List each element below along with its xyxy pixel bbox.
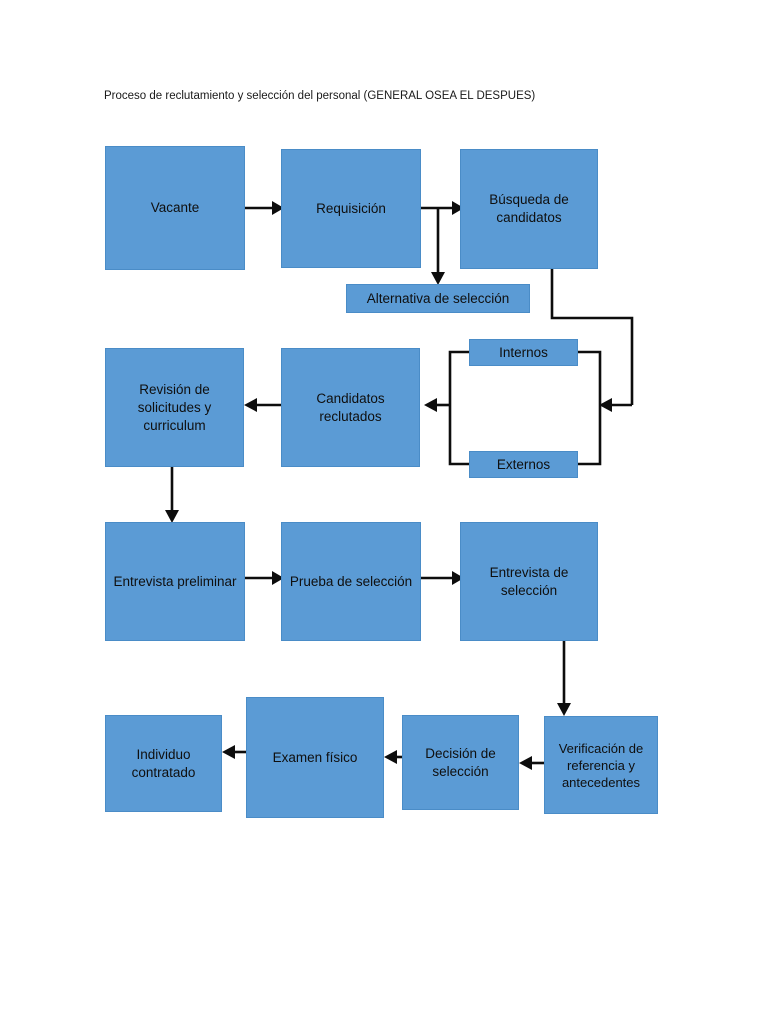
node-internos[interactable]: Internos	[469, 339, 578, 366]
node-prueba-seleccion-label: Prueba de selección	[289, 573, 413, 589]
edge-requisicion-to-alternativa	[431, 208, 445, 285]
edge-prueba-to-entrevista-seleccion	[421, 571, 464, 585]
edge-vacante-to-requisicion	[245, 201, 284, 215]
node-busqueda-candidatos[interactable]: Búsqueda de candidatos	[460, 149, 598, 269]
node-entrevista-preliminar-label: Entrevista preliminar	[113, 573, 237, 589]
node-requisicion-label: Requisición	[316, 200, 386, 216]
edge-decision-to-examen	[384, 750, 402, 764]
edge-examen-to-individuo	[222, 745, 246, 759]
page-title: Proceso de reclutamiento y selección del…	[104, 90, 536, 102]
node-examen-fisico-label: Examen físico	[272, 749, 358, 765]
node-externos-label: Externos	[496, 456, 551, 472]
node-revision-solicitudes[interactable]: Revisión de solicitudes y curriculum	[105, 348, 244, 467]
node-entrevista-seleccion[interactable]: Entrevista de selección	[460, 522, 598, 641]
node-alternativa-seleccion[interactable]: Alternativa de selección	[346, 284, 530, 313]
node-entrevista-preliminar[interactable]: Entrevista preliminar	[105, 522, 245, 641]
node-decision-seleccion-label: Decisión de selección	[425, 745, 496, 779]
node-prueba-seleccion[interactable]: Prueba de selección	[281, 522, 421, 641]
edge-candidatos-to-revision	[244, 398, 281, 412]
node-vacante[interactable]: Vacante	[105, 146, 245, 270]
bracket-fuentes-left	[424, 350, 469, 466]
edge-entrevista-preliminar-to-prueba	[245, 571, 284, 585]
node-candidatos-reclutados[interactable]: Candidatos reclutados	[281, 348, 420, 467]
node-verificacion-referencias-label: Verificación de referencia y antecedente…	[558, 740, 644, 790]
node-candidatos-reclutados-label: Candidatos reclutados	[316, 390, 385, 424]
node-vacante-label: Vacante	[150, 200, 200, 215]
node-examen-fisico[interactable]: Examen físico	[246, 697, 384, 818]
edge-requisicion-to-busqueda	[421, 201, 464, 215]
node-revision-solicitudes-label: Revisión de solicitudes y curriculum	[137, 381, 212, 433]
node-requisicion[interactable]: Requisición	[281, 149, 421, 268]
node-busqueda-candidatos-label: Búsqueda de candidatos	[489, 192, 569, 225]
node-internos-label: Internos	[499, 344, 548, 360]
node-verificacion-referencias[interactable]: Verificación de referencia y antecedente…	[544, 716, 658, 814]
node-entrevista-seleccion-label: Entrevista de selección	[489, 564, 569, 598]
edge-entrevista-seleccion-to-verificacion	[557, 641, 571, 716]
node-alternativa-seleccion-label: Alternativa de selección	[366, 290, 510, 306]
edge-revision-to-entrevista-preliminar	[165, 467, 179, 523]
node-individuo-contratado-label: Individuo contratado	[131, 746, 196, 780]
edge-verificacion-to-decision	[519, 756, 544, 770]
node-externos[interactable]: Externos	[469, 451, 578, 478]
bracket-fuentes-right	[578, 350, 602, 466]
node-decision-seleccion[interactable]: Decisión de selección	[402, 715, 519, 810]
node-individuo-contratado[interactable]: Individuo contratado	[105, 715, 222, 812]
